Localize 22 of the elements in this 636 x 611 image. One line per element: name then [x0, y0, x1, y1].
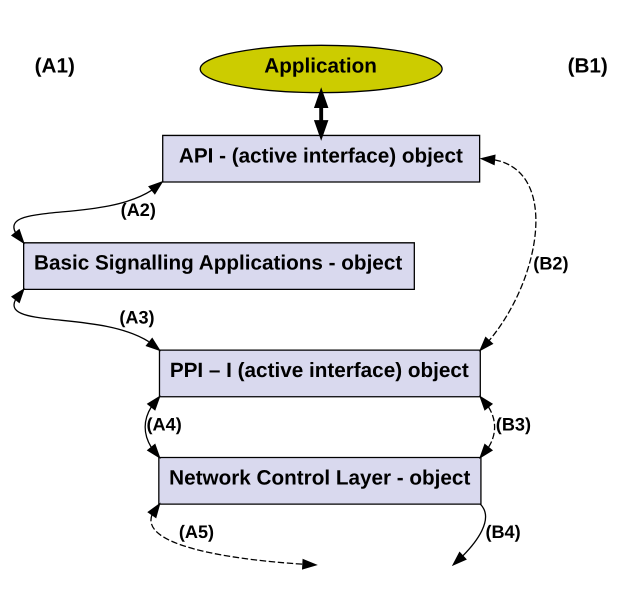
- node-box: Network Control Layer - object: [158, 456, 482, 505]
- edge-label: (B2): [533, 254, 569, 274]
- node-box: Basic Signalling Applications - object: [23, 242, 415, 290]
- arrow: [452, 504, 486, 566]
- edge-label: (A2): [120, 200, 156, 220]
- edge-label: (B3): [496, 414, 532, 435]
- node-ellipse: Application: [200, 44, 443, 94]
- arrow: [479, 395, 496, 460]
- edge-label: (B4): [485, 522, 521, 542]
- arrow: [314, 87, 328, 141]
- node-box: PPI – I (active interface) object: [158, 350, 481, 398]
- arrow: [144, 395, 161, 460]
- arrow: [147, 502, 318, 570]
- label: (B1): [568, 54, 608, 78]
- arrow: [478, 154, 536, 352]
- edge-label: (A3): [119, 307, 155, 328]
- edge-label: (A4): [146, 414, 182, 435]
- arrow: [10, 288, 162, 352]
- edge-label: (A5): [178, 522, 214, 542]
- node-box: API - (active interface) object: [162, 134, 480, 183]
- label: (A1): [34, 54, 75, 78]
- arrow: [10, 180, 164, 244]
